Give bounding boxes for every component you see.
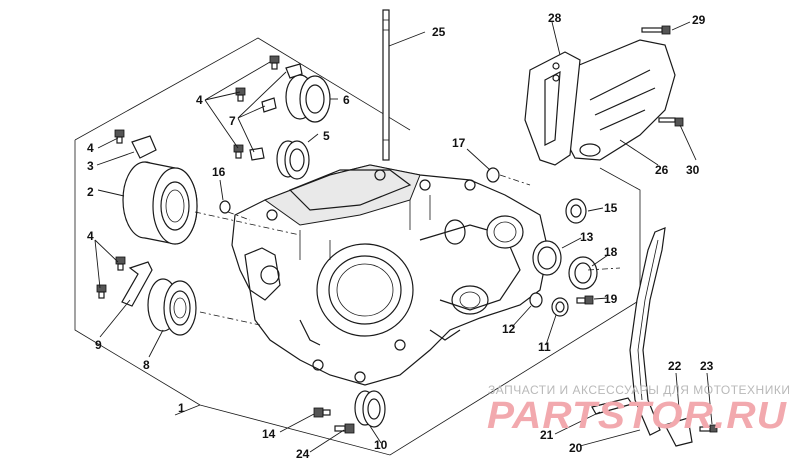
leader-lines	[94, 21, 713, 453]
callout-22: 22	[668, 359, 682, 373]
callout-7: 7	[229, 114, 236, 128]
callout-29: 29	[692, 13, 706, 27]
callout-5: 5	[323, 129, 330, 143]
callout-labels: 1 2 3 4 4 4 5 6 7 8 9 10 11 12 13 14 15 …	[87, 11, 714, 461]
watermark-tagline: ЗАПЧАСТИ И АКСЕССУАРЫ ДЛЯ МОТОТЕХНИКИ	[488, 383, 790, 397]
callout-19: 19	[604, 292, 618, 306]
watermark-brand: PARTSTOR.RU	[487, 395, 788, 437]
callout-8: 8	[143, 358, 150, 372]
callout-18: 18	[604, 245, 618, 259]
bearing-part-10	[354, 390, 386, 428]
callout-23: 23	[700, 359, 714, 373]
callout-2: 2	[87, 185, 94, 199]
callout-10: 10	[374, 438, 388, 452]
callout-26: 26	[655, 163, 669, 177]
plate-part-28	[524, 51, 581, 166]
callout-12: 12	[502, 322, 516, 336]
callout-1: 1	[178, 401, 185, 415]
callout-3: 3	[87, 159, 94, 173]
callout-21: 21	[540, 428, 554, 442]
bearing-part-8	[147, 278, 197, 336]
chain-guide-part-20	[629, 227, 666, 436]
callout-4-top: 4	[196, 93, 203, 107]
callout-30: 30	[686, 163, 700, 177]
slider-parts-21-22-23	[591, 397, 718, 447]
callout-4-lower-left: 4	[87, 229, 94, 243]
small-parts	[219, 167, 598, 434]
callout-15: 15	[604, 201, 618, 215]
screws-part-4	[96, 55, 280, 299]
callout-6: 6	[343, 93, 350, 107]
callout-24: 24	[296, 447, 310, 461]
callout-11: 11	[538, 340, 551, 354]
bearing-part-6	[285, 74, 331, 123]
callout-16: 16	[212, 165, 226, 179]
bolts-29-30	[641, 25, 684, 127]
callout-9: 9	[95, 338, 102, 352]
callout-17: 17	[452, 136, 466, 150]
callout-20: 20	[569, 441, 583, 455]
crankcase-half	[231, 164, 549, 386]
stud-part-25	[382, 9, 390, 161]
bearing-part-5	[276, 140, 310, 180]
retainer-plates	[121, 63, 303, 307]
watermark: ЗАПЧАСТИ И АКСЕССУАРЫ ДЛЯ МОТОТЕХНИКИ PA…	[487, 383, 790, 437]
cover-part-26	[554, 39, 676, 161]
callout-14: 14	[262, 427, 276, 441]
bearing-part-2	[122, 161, 198, 245]
callout-4-upper-left: 4	[87, 141, 94, 155]
callout-13: 13	[580, 230, 594, 244]
callout-25: 25	[432, 25, 446, 39]
assembly-axes	[194, 174, 621, 326]
callout-28: 28	[548, 11, 562, 25]
